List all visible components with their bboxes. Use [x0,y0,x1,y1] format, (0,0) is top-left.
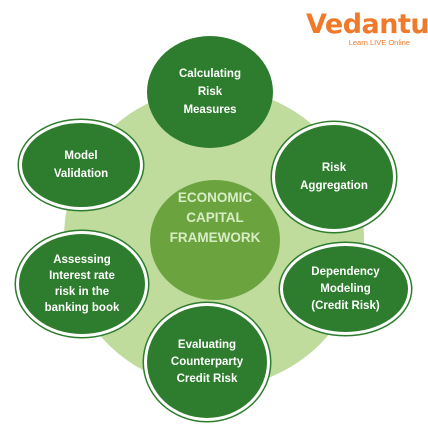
node-label: Assessing Interest rate risk in the bank… [44,254,120,314]
node-calculating-risk-measures: Calculating Risk Measures [147,36,273,148]
vedantu-logo: Vedantu Learn LIVE Online [306,9,428,48]
node-model-validation: Model Validation [22,123,140,207]
center-label-text: ECONOMIC CAPITAL FRAMEWORK [169,190,261,245]
node-assessing-interest-rate-risk: Assessing Interest rate risk in the bank… [19,234,145,334]
logo-wordmark: Vedantu [306,9,428,40]
center-label: ECONOMIC CAPITAL FRAMEWORK [150,188,280,248]
node-label: Risk Aggregation [300,162,368,192]
node-label: Evaluating Counterparty Credit Risk [170,338,244,385]
logo-tagline: Learn LIVE Online [348,38,410,47]
node-label: Calculating Risk Measures [179,68,241,116]
node-dependency-modeling: Dependency Modeling (Credit Risk) [283,246,408,332]
node-label: Model Validation [53,150,109,180]
center-hub [150,180,280,300]
node-evaluating-counterparty-credit-risk: Evaluating Counterparty Credit Risk [147,306,267,418]
node-label: Dependency Modeling (Credit Risk) [311,265,380,312]
node-risk-aggregation: Risk Aggregation [275,125,393,229]
